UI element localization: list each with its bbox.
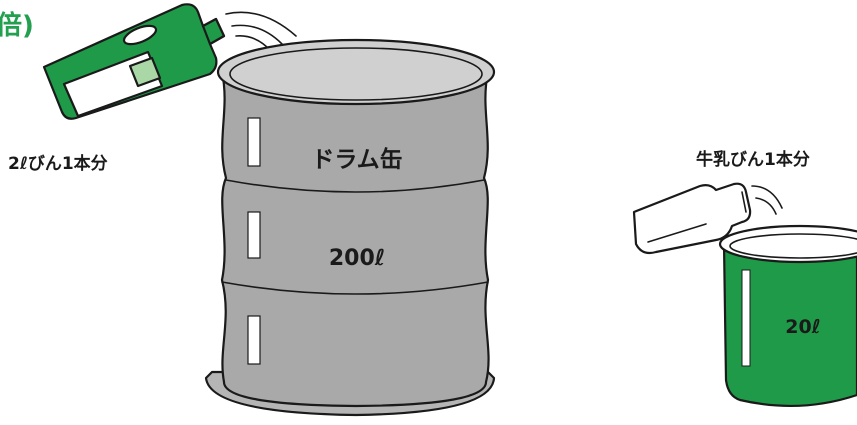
milk-bottle-icon [632, 182, 783, 255]
header-fragment: 倍) [0, 10, 34, 41]
milk-bottle-label: 牛乳びん1本分 [696, 149, 810, 170]
big-bottle-icon [42, 3, 297, 120]
small-can-volume-label: 20ℓ [785, 316, 820, 338]
drum-volume-label: 200ℓ [329, 246, 385, 271]
big-bottle-label: 2ℓびん1本分 [8, 153, 108, 174]
drum-can-icon [204, 38, 496, 417]
drum-name-label: ドラム缶 [311, 146, 402, 173]
small-can-icon [718, 224, 857, 408]
